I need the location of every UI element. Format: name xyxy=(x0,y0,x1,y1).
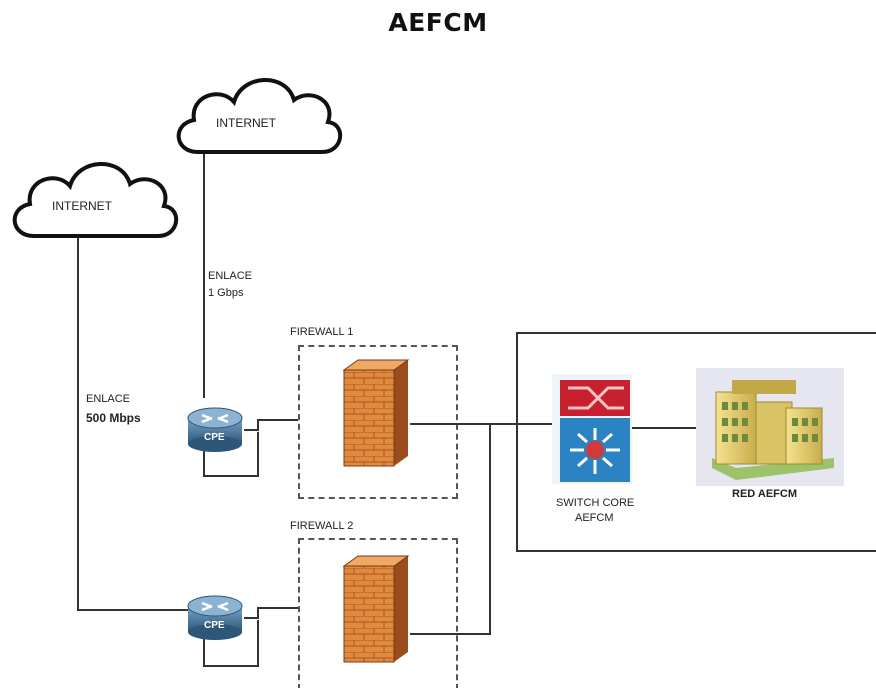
link-cpe1-loop xyxy=(203,432,259,477)
building-icon xyxy=(696,368,844,486)
router-top-label: CPE xyxy=(204,432,225,443)
link-left-internet-to-cpe xyxy=(77,232,190,611)
link-top-label-1: ENLACE xyxy=(208,270,253,282)
switch-core-icon xyxy=(552,374,632,484)
page-title: AEFCM xyxy=(388,8,488,37)
cloud-left-icon xyxy=(12,162,179,238)
firewall-1-box xyxy=(298,345,458,499)
firewall-1-icon xyxy=(342,359,410,467)
network-label: RED AEFCM xyxy=(732,488,797,500)
switch-label-1: SWITCH CORE xyxy=(556,497,635,509)
link-cpe2-loop xyxy=(203,620,259,667)
router-bottom-icon xyxy=(187,595,243,640)
cloud-top-icon xyxy=(176,78,343,154)
link-cpe2-to-fw2 xyxy=(244,607,298,619)
router-bottom-label: CPE xyxy=(204,620,225,631)
cloud-left-label: INTERNET xyxy=(52,199,112,213)
router-top-icon xyxy=(187,407,243,452)
firewall-2-label: FIREWALL 2 xyxy=(290,520,354,532)
firewall-2-box xyxy=(298,538,458,688)
cloud-top-label: INTERNET xyxy=(216,116,276,130)
switch-label-2: AEFCM xyxy=(575,512,614,524)
link-left-label-1: ENLACE xyxy=(86,393,131,405)
connection-lines xyxy=(77,150,696,667)
firewall-1-label: FIREWALL 1 xyxy=(290,326,354,338)
link-fw2-to-trunk xyxy=(410,424,491,635)
link-top-label-2: 1 Gbps xyxy=(208,287,244,299)
network-boundary xyxy=(516,332,876,552)
link-cpe1-to-fw1 xyxy=(244,419,298,431)
firewall-2-icon xyxy=(342,555,410,663)
link-left-label-2: 500 Mbps xyxy=(86,411,141,425)
